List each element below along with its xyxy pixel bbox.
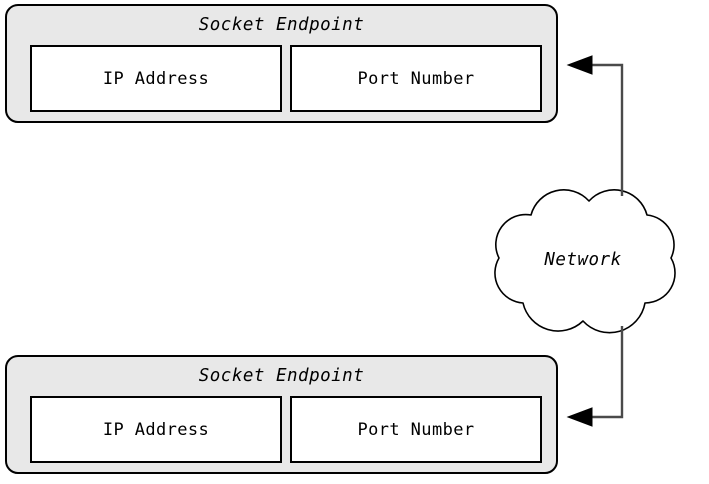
socket-endpoint-top-title: Socket Endpoint: [198, 15, 365, 35]
ip-address-field-bottom: IP Address: [30, 396, 282, 463]
network-cloud: Network: [459, 183, 707, 341]
port-number-field-top: Port Number: [290, 45, 542, 112]
socket-endpoint-top: Socket Endpoint IP Address Port Number: [5, 4, 558, 123]
socket-endpoint-bottom-fields: IP Address Port Number: [30, 396, 542, 463]
port-number-label-top: Port Number: [357, 68, 475, 89]
cloud-shape-icon: [494, 189, 676, 334]
connector-cloud-to-top-endpoint: [566, 55, 624, 196]
ip-address-label-bottom: IP Address: [102, 419, 210, 440]
connector-cloud-to-bottom-endpoint: [566, 326, 624, 427]
arrowhead-top-icon: [566, 55, 593, 75]
port-number-label-bottom: Port Number: [357, 419, 475, 440]
ip-address-field-top: IP Address: [30, 45, 282, 112]
socket-endpoint-top-fields: IP Address Port Number: [30, 45, 542, 112]
socket-endpoint-bottom: Socket Endpoint IP Address Port Number: [5, 355, 558, 474]
arrowhead-bottom-icon: [566, 407, 593, 427]
port-number-field-bottom: Port Number: [290, 396, 542, 463]
ip-address-label-top: IP Address: [102, 68, 210, 89]
socket-endpoint-bottom-title: Socket Endpoint: [198, 366, 365, 386]
